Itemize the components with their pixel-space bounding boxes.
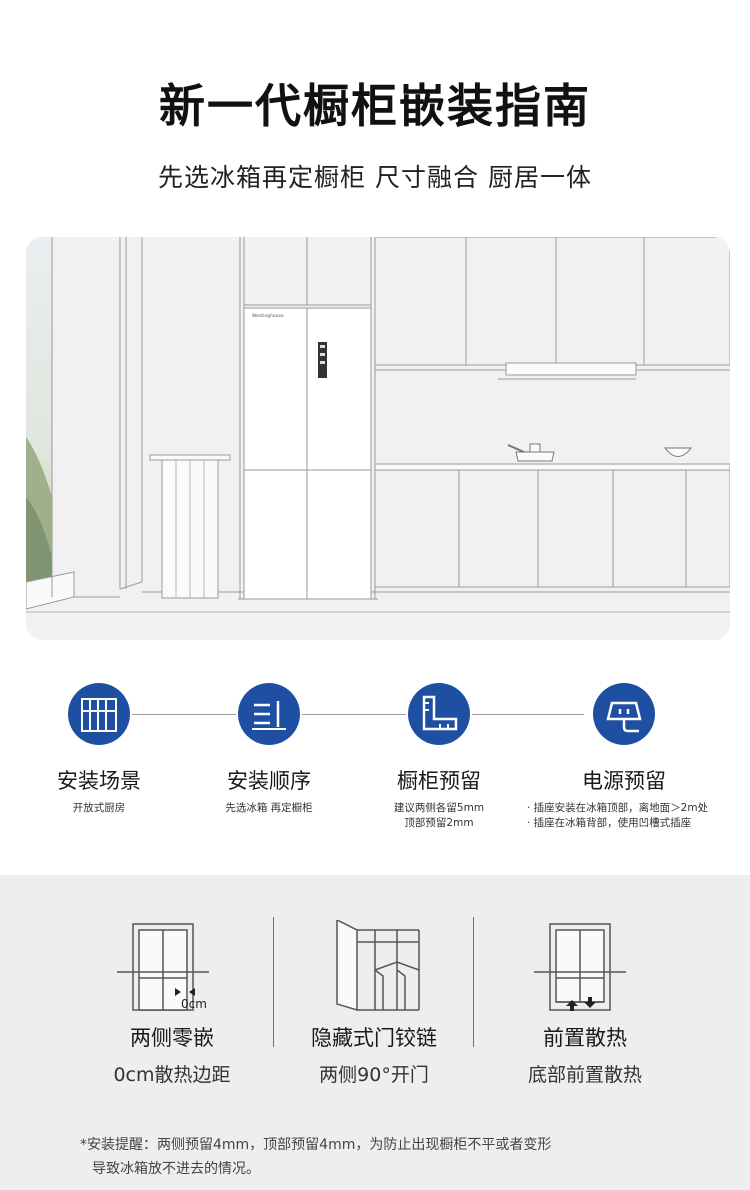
feature-front-vent: 前置散热 底部前置散热	[465, 920, 705, 1087]
step-label: 电源预留	[582, 769, 666, 793]
page-title: 新一代橱柜嵌装指南	[159, 79, 591, 133]
feature-side-embed: 0cm 两侧零嵌 0cm散热边距	[52, 920, 292, 1087]
feature-title: 两侧零嵌	[130, 1026, 214, 1050]
feature-divider	[473, 917, 474, 1047]
step-desc: 顶部预留2mm	[404, 817, 474, 829]
kitchen-line-drawing: Westinghouse	[26, 237, 730, 613]
step-label: 橱柜预留	[397, 769, 481, 793]
step-connector-line	[302, 714, 406, 715]
order-icon	[238, 683, 300, 745]
install-steps: 安装场景 开放式厨房 安装顺序 先选冰箱 再定橱柜 橱柜预留	[0, 680, 750, 850]
step-desc: · 插座安装在冰箱顶部，离地面＞2m处	[527, 802, 709, 814]
step-desc: · 插座在冰箱背部，使用凹槽式插座	[527, 817, 692, 829]
step-connector-line	[472, 714, 584, 715]
feature-subtitle: 底部前置散热	[527, 1064, 642, 1086]
step-desc: 先选冰箱 再定橱柜	[225, 802, 313, 814]
side-embed-icon: 0cm	[117, 923, 209, 1011]
step-desc: 建议两侧各留5mm	[393, 802, 485, 814]
install-note: *安装提醒：两侧预留4mm，顶部预留4mm，为防止出现橱柜不平或者变形 导致冰箱…	[80, 1133, 700, 1181]
kitchen-scene-illustration: Westinghouse	[26, 237, 730, 640]
features-panel: 0cm 两侧零嵌 0cm散热边距 隐藏式门铰链 两侧90°开门	[0, 875, 750, 1190]
page-subtitle: 先选冰箱再定橱柜 尺寸融合 厨居一体	[158, 163, 592, 192]
zero-cm-label: 0cm	[181, 997, 207, 1011]
fridge-brand-logo: Westinghouse	[252, 313, 284, 319]
step-connector-line	[132, 714, 236, 715]
step-install-order: 安装顺序 先选冰箱 再定橱柜	[174, 680, 364, 816]
feature-title: 隐藏式门铰链	[311, 1026, 437, 1050]
front-vent-icon	[534, 923, 626, 1011]
install-note-line: 导致冰箱放不进去的情况。	[92, 1161, 260, 1177]
power-plug-icon	[593, 683, 655, 745]
step-install-scene: 安装场景 开放式厨房	[4, 680, 194, 816]
step-cabinet-reserve: 橱柜预留 建议两侧各留5mm 顶部预留2mm	[344, 680, 534, 831]
feature-title: 前置散热	[543, 1026, 627, 1050]
step-label: 安装场景	[57, 769, 141, 793]
feature-divider	[273, 917, 274, 1047]
ruler-icon	[408, 683, 470, 745]
hidden-hinge-icon	[336, 920, 420, 1012]
scene-grid-icon	[68, 683, 130, 745]
feature-subtitle: 0cm散热边距	[113, 1064, 231, 1086]
feature-subtitle: 两侧90°开门	[319, 1064, 429, 1086]
step-label: 安装顺序	[227, 769, 311, 793]
feature-hidden-hinge: 隐藏式门铰链 两侧90°开门	[254, 920, 494, 1087]
step-power-reserve: 电源预留 · 插座安装在冰箱顶部，离地面＞2m处 · 插座在冰箱背部，使用凹槽式…	[521, 680, 727, 831]
step-desc: 开放式厨房	[72, 802, 126, 814]
install-note-line: *安装提醒：两侧预留4mm，顶部预留4mm，为防止出现橱柜不平或者变形	[80, 1137, 552, 1153]
